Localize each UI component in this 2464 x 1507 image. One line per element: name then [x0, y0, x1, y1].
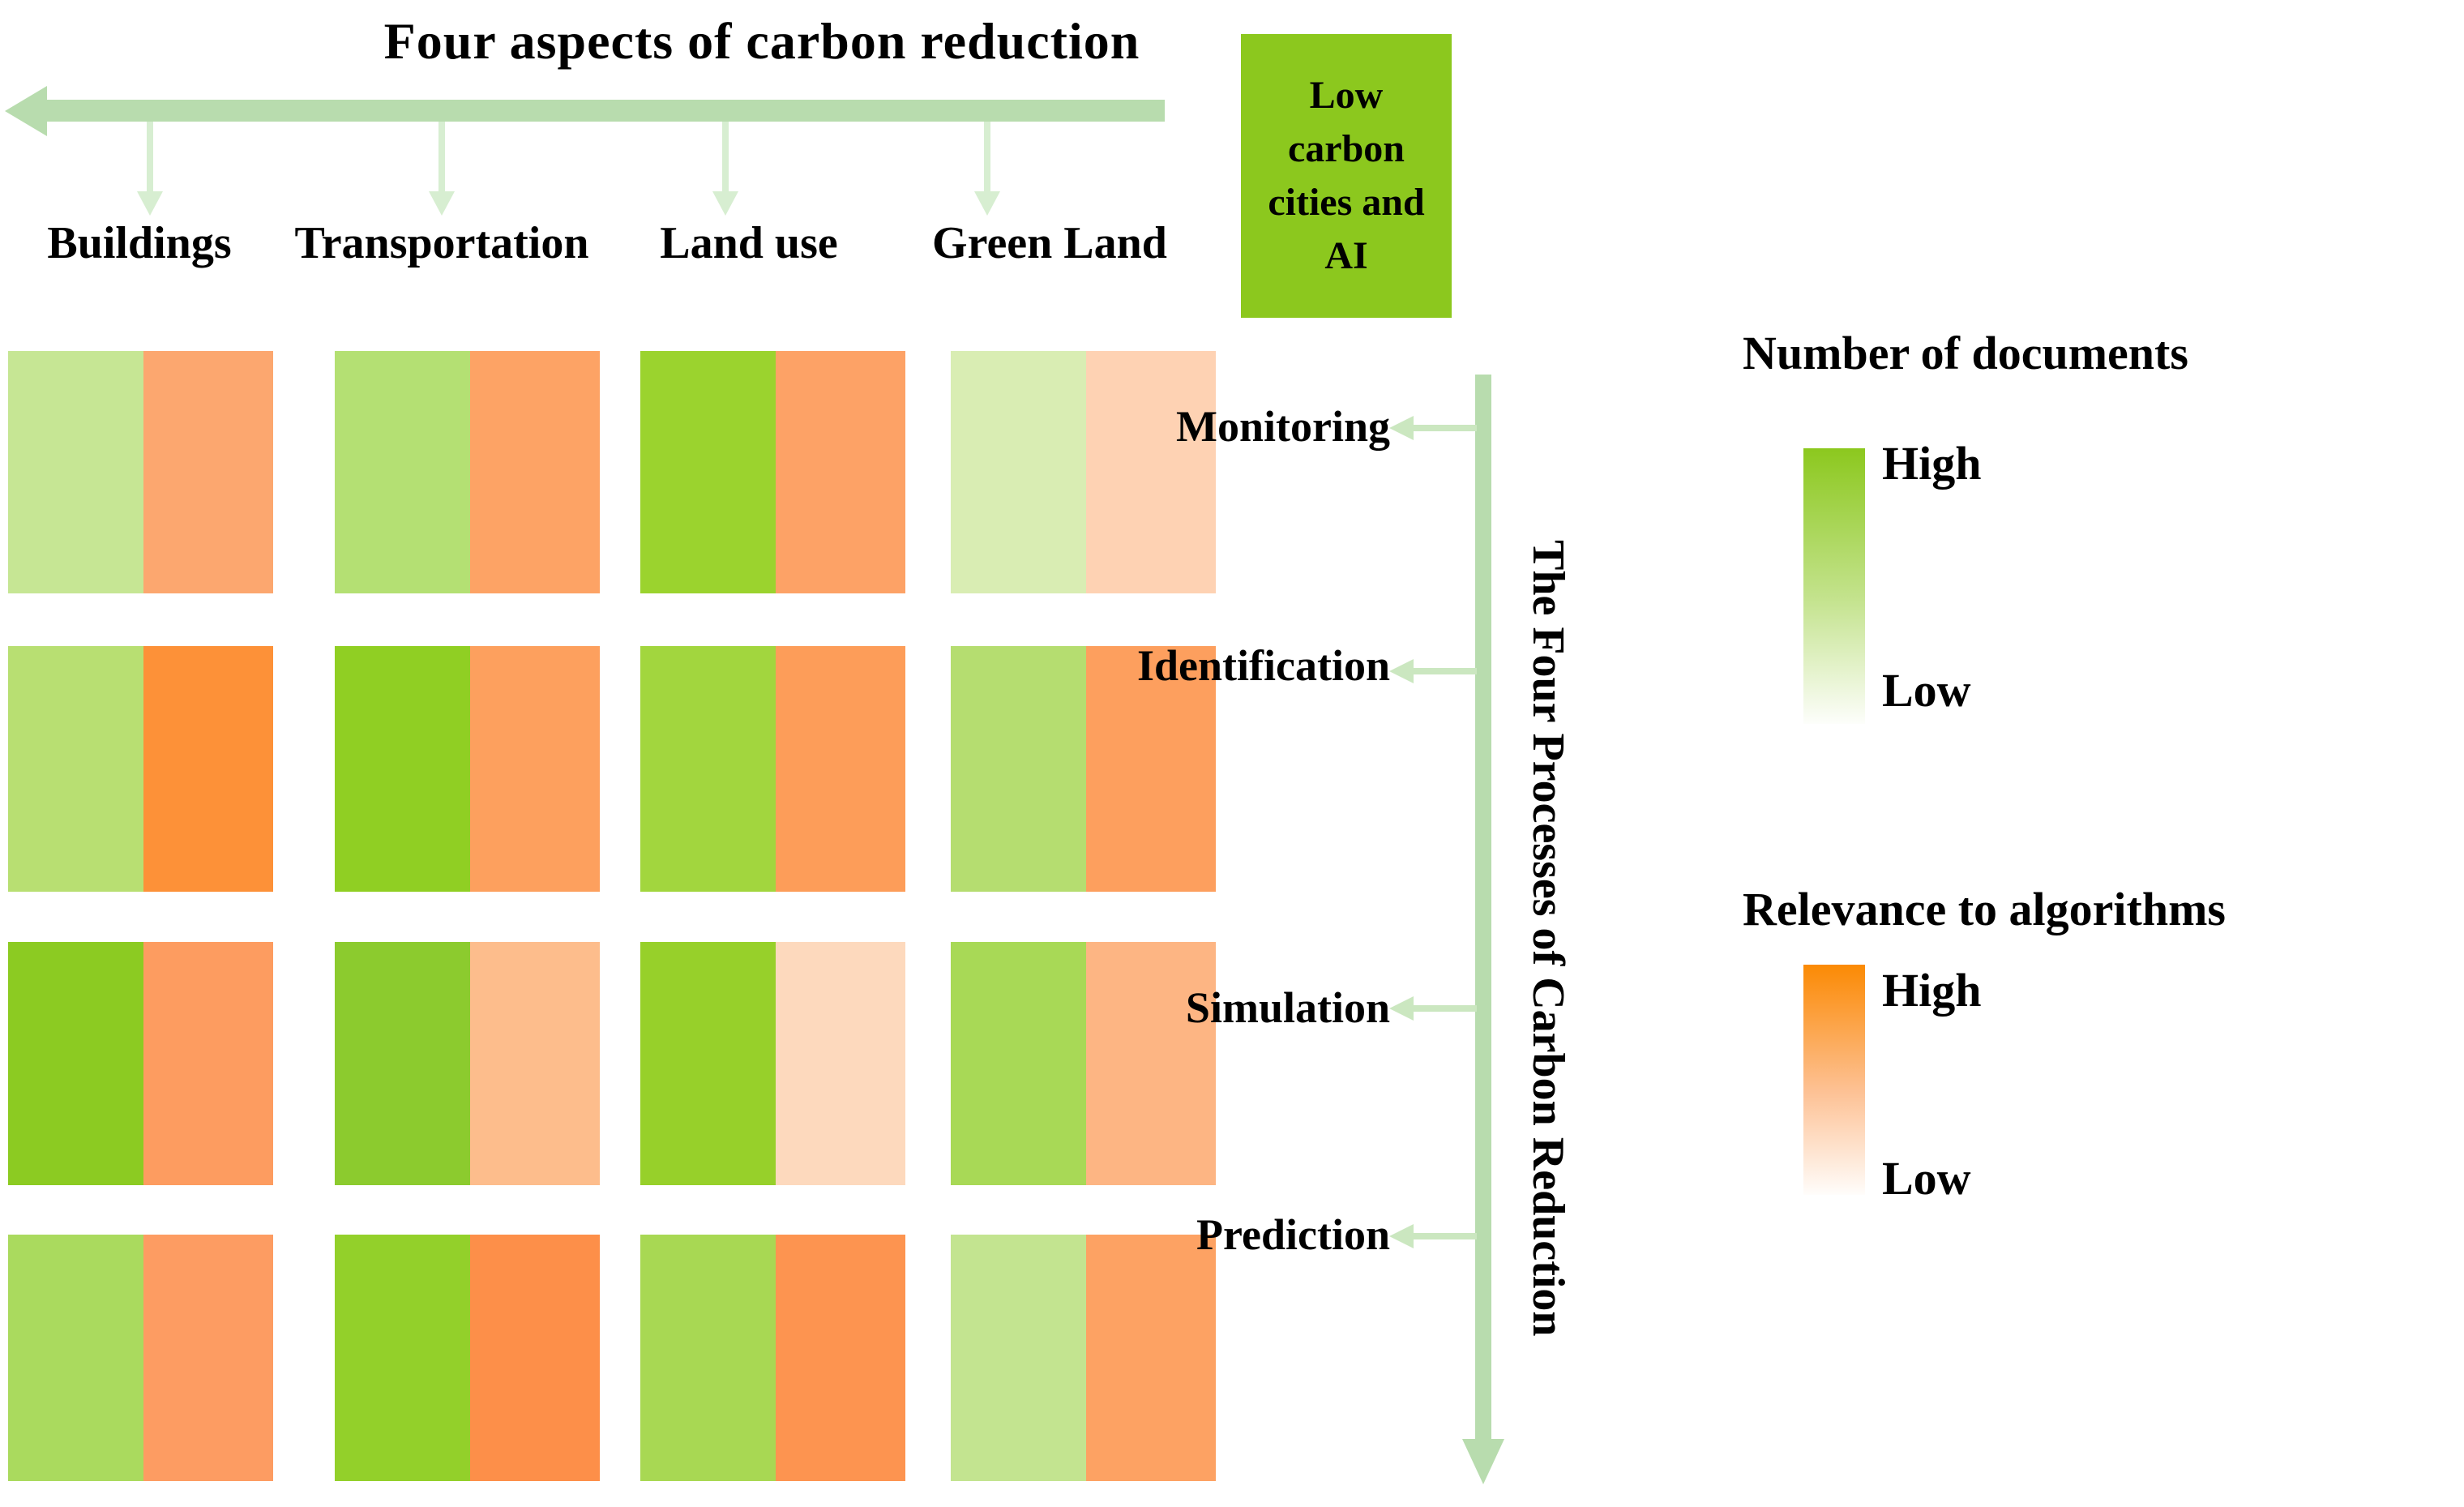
heatmap-cell [951, 646, 1216, 892]
documents-value-swatch [335, 1235, 470, 1481]
row-arrowhead-icon [1389, 996, 1414, 1021]
row-label-prediction: Prediction [1196, 1210, 1390, 1259]
documents-value-swatch [951, 1235, 1086, 1481]
relevance-value-swatch [143, 1235, 273, 1481]
row-label-identification: Identification [1136, 641, 1390, 690]
heatmap-cell [8, 1235, 273, 1481]
documents-value-swatch [8, 942, 143, 1185]
relevance-value-swatch [776, 646, 905, 892]
documents-value-swatch [951, 646, 1086, 892]
row-label-monitoring: Monitoring [1176, 402, 1390, 451]
heatmap-cell [951, 942, 1216, 1185]
column-label-transportation: Transportation [294, 218, 589, 268]
heatmap-cell [640, 351, 905, 593]
heatmap-cell [951, 351, 1216, 593]
relevance-value-swatch [1086, 942, 1216, 1185]
top-axis-arrow-shaft [42, 100, 1165, 122]
documents-value-swatch [8, 1235, 143, 1481]
column-connector-arrowhead-icon [429, 191, 455, 216]
docs-legend-low-label: Low [1882, 664, 1971, 717]
relevance-value-swatch [470, 942, 600, 1185]
row-arrow-monitoring [1412, 425, 1477, 431]
relevance-value-swatch [143, 942, 273, 1185]
relevance-value-swatch [776, 1235, 905, 1481]
documents-value-swatch [640, 942, 776, 1185]
documents-value-swatch [640, 351, 776, 593]
heatmap-cell [640, 646, 905, 892]
algo-legend-title: Relevance to algorithms [1743, 883, 2226, 935]
hub-box-label: Low carbon cities and AI [1268, 73, 1425, 278]
column-label-green-land: Green Land [932, 218, 1167, 268]
heatmap-cell [640, 942, 905, 1185]
column-connector-arrowhead-icon [137, 191, 163, 216]
docs-legend-high-label: High [1882, 437, 1982, 490]
process-axis-bar [1475, 375, 1491, 1441]
process-axis-title: The Four Processes of Carbon Reduction [1523, 540, 1573, 1337]
documents-value-swatch [335, 646, 470, 892]
top-axis-arrowhead-icon [5, 86, 47, 136]
heatmap-cell [8, 942, 273, 1185]
hub-box: Low carbon cities and AI [1241, 34, 1452, 318]
row-label-simulation: Simulation [1185, 983, 1390, 1032]
heatmap-cell [640, 1235, 905, 1481]
heatmap-cell [8, 646, 273, 892]
relevance-value-swatch [143, 351, 273, 593]
documents-value-swatch [951, 351, 1086, 593]
documents-value-swatch [640, 646, 776, 892]
top-axis-title: Four aspects of carbon reduction [383, 12, 1140, 70]
row-arrowhead-icon [1389, 659, 1414, 683]
column-label-buildings: Buildings [47, 218, 232, 268]
algo-legend-high-label: High [1882, 964, 1982, 1017]
row-arrowhead-icon [1389, 416, 1414, 440]
relevance-value-swatch [470, 1235, 600, 1481]
algo-legend-gradient-bar [1803, 965, 1865, 1195]
heatmap-cell [335, 942, 600, 1185]
column-connector-land-use [722, 122, 729, 193]
docs-legend-gradient-bar [1803, 448, 1865, 724]
column-label-land-use: Land use [660, 218, 838, 268]
documents-value-swatch [640, 1235, 776, 1481]
relevance-value-swatch [143, 646, 273, 892]
heatmap-cell [335, 1235, 600, 1481]
row-arrow-simulation [1412, 1005, 1477, 1012]
relevance-value-swatch [1086, 1235, 1216, 1481]
process-axis-arrowhead-icon [1462, 1439, 1504, 1484]
documents-value-swatch [8, 646, 143, 892]
docs-legend-title: Number of documents [1743, 327, 2188, 379]
heatmap-cell [8, 351, 273, 593]
heatmap-cell [335, 351, 600, 593]
relevance-value-swatch [776, 351, 905, 593]
documents-value-swatch [335, 351, 470, 593]
heatmap-cell [951, 1235, 1216, 1481]
algo-legend-low-label: Low [1882, 1152, 1971, 1205]
documents-value-swatch [951, 942, 1086, 1185]
column-connector-buildings [147, 122, 153, 193]
column-connector-green-land [984, 122, 990, 193]
relevance-value-swatch [470, 646, 600, 892]
relevance-value-swatch [470, 351, 600, 593]
column-connector-arrowhead-icon [974, 191, 1000, 216]
row-arrow-prediction [1412, 1233, 1477, 1239]
documents-value-swatch [335, 942, 470, 1185]
column-connector-arrowhead-icon [712, 191, 738, 216]
column-connector-transportation [438, 122, 445, 193]
relevance-value-swatch [1086, 351, 1216, 593]
relevance-value-swatch [776, 942, 905, 1185]
relevance-value-swatch [1086, 646, 1216, 892]
documents-value-swatch [8, 351, 143, 593]
heatmap-cell [335, 646, 600, 892]
row-arrow-identification [1412, 668, 1477, 674]
row-arrowhead-icon [1389, 1224, 1414, 1248]
